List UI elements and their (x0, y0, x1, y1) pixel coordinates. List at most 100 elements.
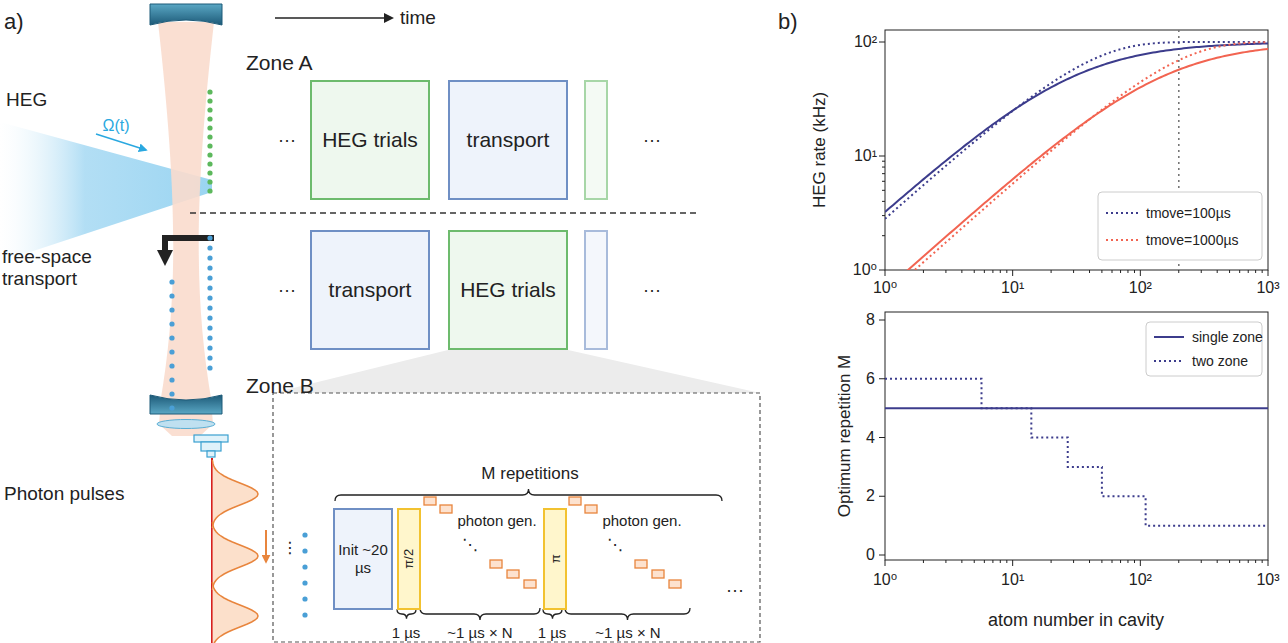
atom (169, 405, 174, 410)
tick (1012, 560, 1013, 566)
process-box: HEG trials (310, 80, 430, 200)
process-box: Init ~20 µs (333, 508, 393, 610)
photon-gen-pulse (490, 560, 502, 568)
atom-array (302, 532, 307, 617)
minor-tick (882, 201, 885, 202)
atom (207, 265, 212, 270)
atom (207, 143, 212, 148)
node-text: transport (329, 277, 412, 302)
cavity-mirror (150, 395, 222, 414)
atom (207, 107, 212, 112)
ellipsis: ··· (726, 580, 744, 601)
axis-label: time (400, 7, 436, 29)
minor-tick (923, 270, 924, 273)
pulse-box: π (543, 508, 567, 610)
legend-text: tmove=100µs (1146, 205, 1231, 221)
photon-gen-pulse (524, 580, 536, 588)
tick-label: 10⁰ (873, 571, 897, 589)
minor-tick (1120, 560, 1121, 563)
process-box: transport (448, 80, 568, 200)
legend-text: two zone (1192, 353, 1248, 369)
tick (879, 555, 885, 556)
atom (207, 170, 212, 175)
minor-tick (984, 270, 985, 273)
legend-text: single zone (1192, 329, 1263, 345)
tick-label: 10² (1129, 279, 1152, 297)
process-box: HEG trials (448, 230, 568, 350)
tick (879, 378, 885, 379)
atom (207, 255, 212, 260)
photon-gen-pulse (440, 505, 452, 513)
photon-pulse (212, 522, 258, 590)
atom (169, 349, 174, 354)
minor-tick (1051, 560, 1052, 563)
process-box: transport (310, 230, 430, 350)
atom (169, 335, 174, 340)
axis-title: HEG rate (kHz) (810, 92, 830, 208)
tick (1012, 270, 1013, 276)
tick (885, 560, 886, 566)
atom (207, 161, 212, 166)
photon-gen-pulse (507, 570, 519, 578)
tick-label: 10² (854, 33, 877, 51)
atom (207, 89, 212, 94)
atom (302, 564, 307, 569)
minor-tick (1239, 560, 1240, 563)
inset-frame (273, 393, 760, 642)
legend-box (1146, 322, 1262, 376)
legend-sample (1106, 239, 1138, 241)
node-text: transport (467, 127, 550, 152)
zone-label: Zone B (246, 374, 314, 398)
atom (302, 596, 307, 601)
legend-text: tmove=1000µs (1146, 232, 1239, 248)
minor-tick (974, 270, 975, 273)
atom-array (207, 89, 212, 193)
atom (207, 125, 212, 130)
node-text: Init ~20 µs (337, 541, 389, 577)
brace (397, 609, 416, 619)
time-arrow (275, 17, 392, 19)
legend-box (1098, 192, 1262, 260)
tick (1268, 270, 1269, 276)
tick-label: 10¹ (1001, 571, 1024, 589)
minor-tick (992, 270, 993, 273)
fiber-coupler (201, 442, 221, 451)
minor-tick (945, 560, 946, 563)
output-label: Photon pulses (4, 483, 124, 505)
atom (207, 98, 212, 103)
repetition-label: M repetitions (481, 464, 578, 484)
minor-tick (882, 161, 885, 162)
drive-arrow (96, 134, 146, 150)
tick (879, 496, 885, 497)
minor-tick (1000, 560, 1001, 563)
atom (302, 532, 307, 537)
minor-tick (1239, 270, 1240, 273)
minor-tick (1134, 270, 1135, 273)
atom-array (207, 235, 212, 370)
minor-tick (1101, 560, 1102, 563)
ellipsis: ··· (278, 280, 296, 301)
timeline-box-partial (585, 231, 607, 349)
plot-curve (885, 42, 1268, 219)
axis-title: atom number in cavity (988, 610, 1164, 631)
tick (879, 42, 885, 43)
photon-gen-pulse (635, 560, 647, 568)
ellipsis: ··· (643, 280, 661, 301)
atom-array (169, 279, 174, 410)
atom (207, 365, 212, 370)
minor-tick (1255, 560, 1256, 563)
minor-tick (1201, 270, 1202, 273)
plot-curve (885, 379, 1268, 526)
atom (207, 305, 212, 310)
plot-curve (885, 49, 1268, 270)
minor-tick (1217, 270, 1218, 273)
minor-tick (882, 235, 885, 236)
tick-label: 10⁰ (873, 279, 897, 297)
ellipsis: ··· (643, 130, 661, 151)
photon-pulse (212, 582, 258, 643)
atom (207, 188, 212, 193)
atom (207, 179, 212, 184)
tick (879, 320, 885, 321)
tick-label: 8 (866, 311, 875, 329)
